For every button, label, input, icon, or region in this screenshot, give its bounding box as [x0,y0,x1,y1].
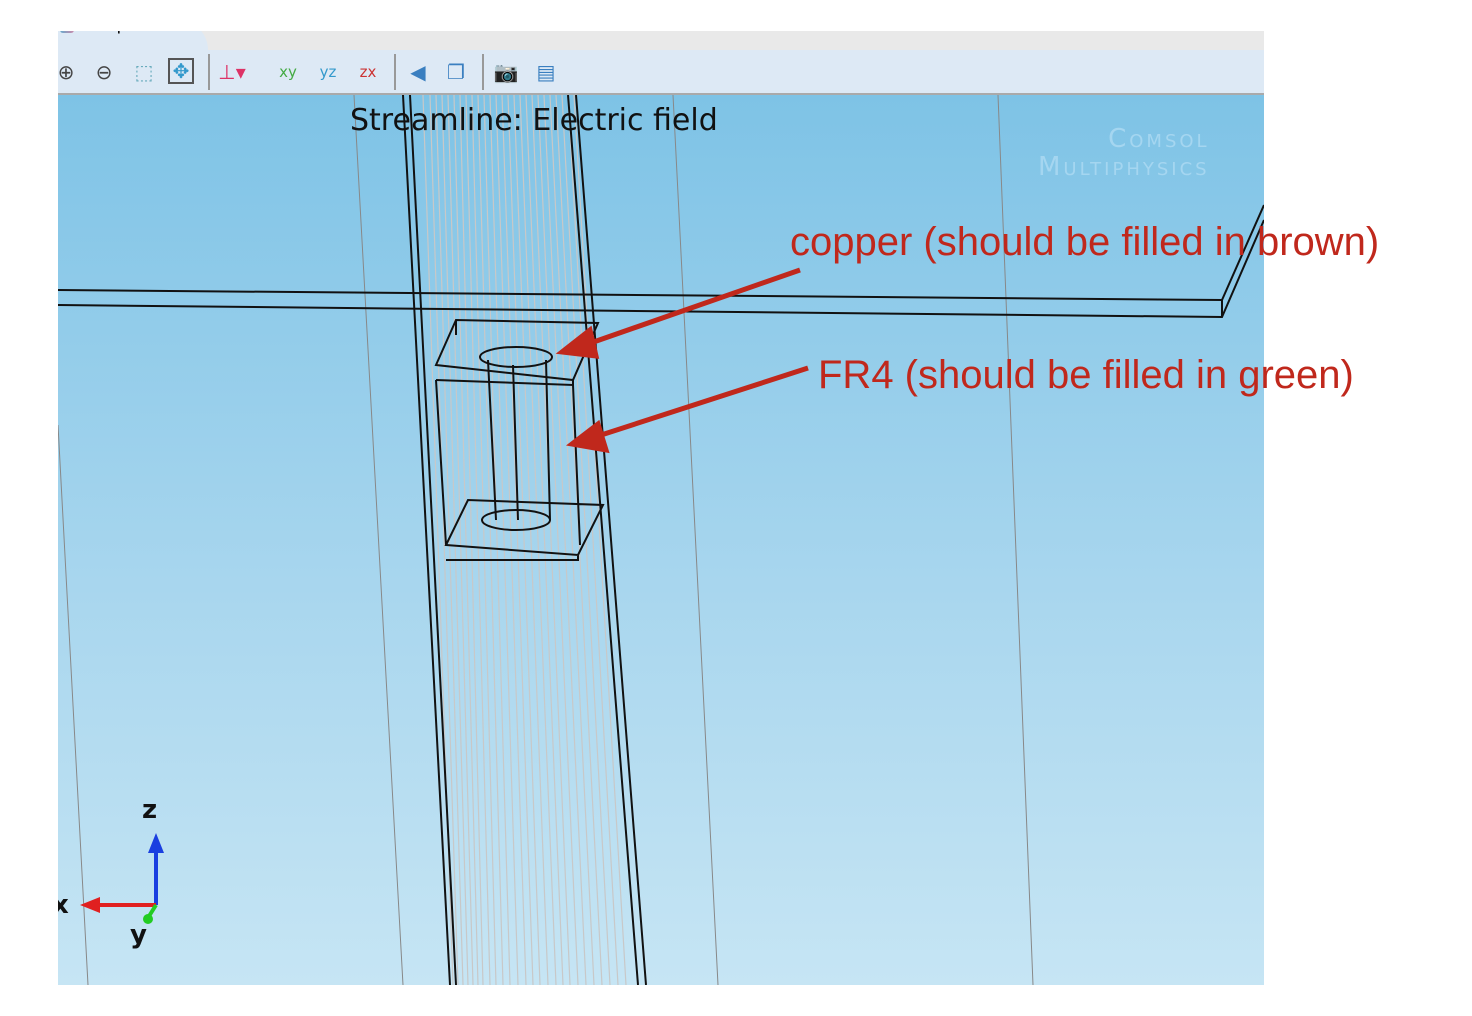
view-zx-icon[interactable]: zx [359,63,377,81]
domain-edges [58,95,1034,985]
toolbar-separator [394,54,396,90]
toolbar-separator [208,54,210,90]
plot-title: Streamline: Electric field [350,103,718,138]
light-icon[interactable]: ◀ [410,60,426,84]
wireframe [58,95,1264,985]
axis-label-x: x [58,890,69,920]
crop-margin [0,0,1472,31]
annotation-copper: copper (should be filled in brown) [790,220,1380,264]
zoom-out-icon[interactable]: ⊖ [95,60,113,84]
axis-triad [80,833,164,924]
toolbar-separator [482,54,484,90]
model-geometry [58,95,1264,985]
view-axes-icon[interactable]: ⊥▾ [218,60,246,84]
camera-icon[interactable]: 📷 [493,60,519,84]
print-icon[interactable]: ▤ [536,60,556,84]
graphics-toolbar: ⊕ ⊖ ⬚ ✥ ⊥▾ xy yz zx ◀ ❐ 📷 ▤ [58,50,1264,95]
view-yz-icon[interactable]: yz [319,63,337,81]
transparency-icon[interactable]: ❐ [447,60,465,84]
zoom-extents-icon[interactable]: ✥ [168,58,194,84]
zoom-box-icon[interactable]: ⬚ [134,60,154,84]
axis-label-z: z [142,795,158,825]
annotation-fr4: FR4 (should be filled in green) [818,353,1354,397]
axis-label-y: y [130,920,147,950]
view-xy-icon[interactable]: xy [279,63,297,81]
zoom-in-icon[interactable]: ⊕ [57,60,75,84]
